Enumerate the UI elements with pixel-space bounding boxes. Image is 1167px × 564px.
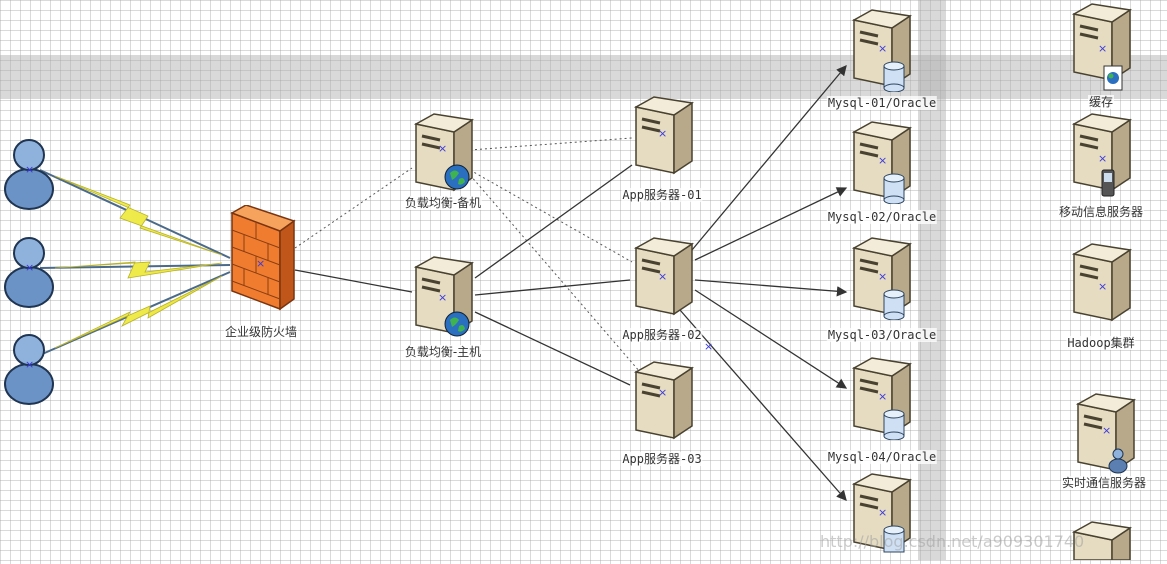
mysql03-server-icon[interactable]: ×	[848, 236, 918, 324]
lb-backup-server-icon[interactable]: ×	[410, 112, 476, 196]
mobile-server-icon[interactable]: ×	[1068, 112, 1134, 208]
link-firewall-lb-main	[294, 269, 413, 293]
realtime-label: 实时通信服务器	[1060, 476, 1148, 490]
cache-server-icon[interactable]: ×	[1068, 2, 1134, 98]
link-lb-backup-app02	[469, 169, 633, 263]
firewall-label: 企业级防火墙	[223, 325, 299, 339]
database-icon	[883, 173, 905, 205]
selection-band-horizontal	[0, 55, 1167, 99]
mysql01-server-icon[interactable]: ×	[848, 8, 918, 96]
link-lb-backup-app03	[469, 174, 641, 373]
mysql04-server-icon[interactable]: ×	[848, 356, 918, 444]
mysql05-server-icon[interactable]: ×	[848, 472, 918, 560]
database-icon	[883, 525, 905, 553]
mobile-label: 移动信息服务器	[1057, 205, 1145, 219]
link-lb-backup-app01	[469, 137, 633, 151]
user-link-2	[39, 261, 231, 279]
database-icon	[883, 289, 905, 321]
firewall-icon: ×	[222, 204, 300, 319]
link-app02-mysql02	[694, 187, 848, 261]
link-app02-mysql04	[694, 289, 848, 389]
mysql01-label: Mysql-01/Oracle	[826, 96, 938, 110]
link-app02-mysql05	[679, 309, 847, 501]
link-firewall-lb-backup	[294, 167, 413, 249]
user-icon: ×	[2, 135, 56, 215]
mysql03-label: Mysql-03/Oracle	[826, 328, 938, 342]
lb-backup-label: 负载均衡-备机	[403, 196, 483, 210]
link-lb-main-app03	[474, 311, 631, 386]
watermark: http://blog.csdn.net/a909301740	[820, 532, 1085, 551]
globe-icon	[444, 164, 470, 194]
mysql04-label: Mysql-04/Oracle	[826, 450, 938, 464]
link-app02-mysql03	[694, 279, 848, 297]
app02-server-icon[interactable]: × ×	[630, 236, 713, 352]
lb-main-server-icon[interactable]: ×	[410, 255, 476, 339]
user-icon: ×	[2, 233, 56, 313]
mysql02-label: Mysql-02/Oracle	[826, 210, 938, 224]
app03-server-icon[interactable]: ×	[630, 360, 696, 444]
user-link-3	[39, 271, 231, 356]
mobile-phone-icon	[1101, 169, 1115, 197]
server-icon[interactable]	[1068, 520, 1134, 564]
link-app02-mysql01	[691, 65, 847, 251]
app03-label: App服务器-03	[621, 452, 703, 466]
link-lb-main-app02	[474, 279, 631, 296]
realtime-server-icon[interactable]: ×	[1072, 392, 1138, 480]
user-icon: ×	[2, 330, 56, 410]
app02-label: App服务器-02	[621, 328, 703, 342]
mysql02-server-icon[interactable]: ×	[848, 120, 918, 208]
lb-main-label: 负载均衡-主机	[403, 345, 483, 359]
globe-icon	[444, 311, 470, 341]
database-icon	[883, 409, 905, 441]
selection-band-vertical	[918, 0, 946, 560]
database-icon	[883, 61, 905, 93]
app01-label: App服务器-01	[621, 188, 703, 202]
link-lb-main-app01	[474, 164, 633, 279]
document-globe-icon	[1103, 65, 1123, 91]
cache-label: 缓存	[1087, 95, 1115, 109]
hadoop-server-icon[interactable]: ×	[1068, 242, 1134, 330]
user-link-1	[39, 169, 231, 259]
hadoop-label: Hadoop集群	[1066, 336, 1136, 350]
app01-server-icon[interactable]: ×	[630, 95, 696, 179]
user-badge-icon	[1108, 448, 1128, 474]
